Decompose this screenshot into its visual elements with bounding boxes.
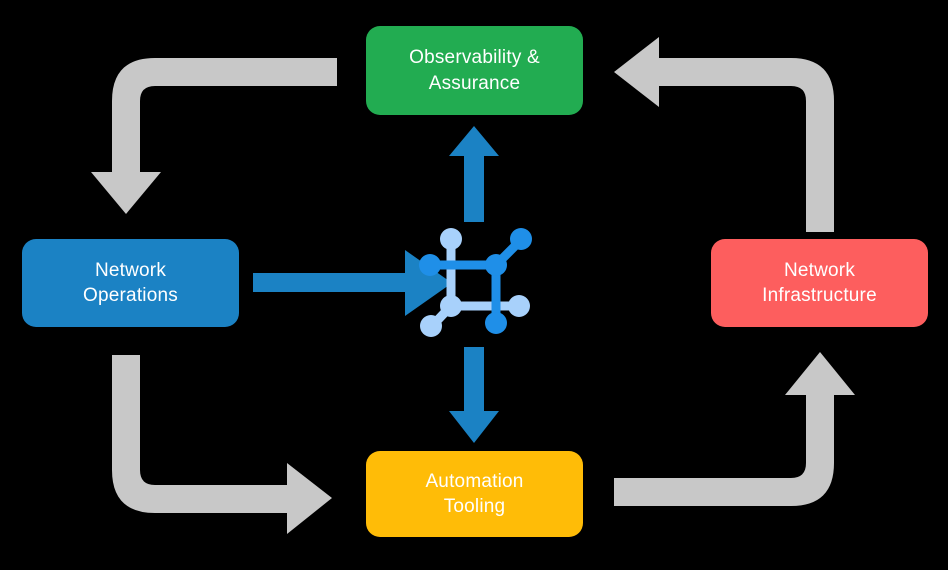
node-operations-label: Network Operations [83, 259, 178, 306]
node-network-infrastructure[interactable]: Network Infrastructure [711, 239, 928, 327]
node-automation-label: Automation Tooling [425, 470, 524, 517]
arrow-center-to-observability [449, 126, 499, 222]
arrow-operations-to-center [253, 250, 452, 316]
node-infrastructure-label: Network Infrastructure [762, 259, 877, 306]
network-nodes [419, 228, 532, 337]
arrow-automation-to-infrastructure [614, 352, 855, 506]
node-network-operations[interactable]: Network Operations [22, 239, 239, 327]
arrow-operations-to-automation [112, 355, 332, 534]
node-observability-assurance[interactable]: Observability & Assurance [366, 26, 583, 115]
arrow-center-to-automation [449, 347, 499, 443]
network-topology-icon [419, 228, 532, 337]
arrow-infrastructure-to-observability [614, 37, 834, 232]
arrow-observability-to-operations [91, 58, 337, 214]
node-observability-label: Observability & Assurance [409, 47, 540, 94]
node-automation-tooling[interactable]: Automation Tooling [366, 451, 583, 537]
